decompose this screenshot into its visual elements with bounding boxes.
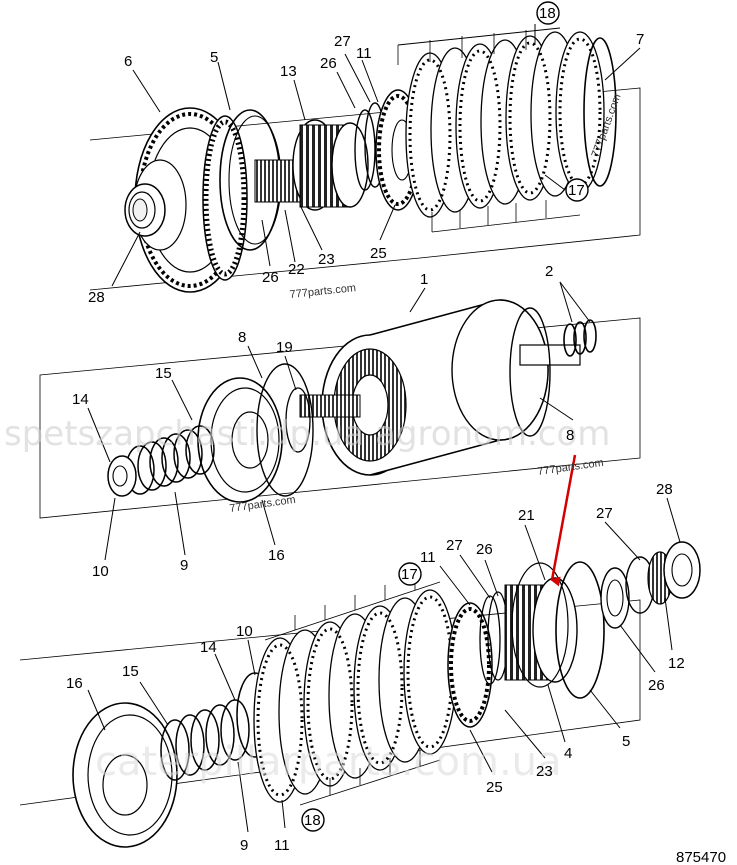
callout-1: 1: [420, 271, 428, 288]
callout-6: 6: [124, 53, 132, 70]
callout-17-top: 17: [568, 182, 585, 199]
callout-15-bottom: 15: [122, 663, 139, 680]
callout-16-bottom: 16: [66, 675, 83, 692]
callout-labels: 6 5 13 27 11 26 18 7 28 26 22 23 25 17 1…: [66, 1, 685, 854]
callout-7: 7: [636, 31, 644, 48]
callout-9-mid: 9: [180, 557, 188, 574]
watermark-footer: caterpillarparts.com.ua: [95, 739, 562, 785]
callout-27-right: 27: [596, 505, 613, 522]
callout-26-bottom: 26: [476, 541, 493, 558]
callout-15-mid: 15: [155, 365, 172, 382]
callout-11-bottom: 11: [420, 549, 436, 566]
callout-18-bottom: 18: [304, 812, 321, 829]
callout-26-right: 26: [648, 677, 665, 694]
callout-19: 19: [276, 339, 293, 356]
callout-28-bottom: 28: [656, 481, 673, 498]
callout-28-top: 28: [88, 289, 105, 306]
callout-12: 12: [668, 655, 685, 672]
callout-8-left: 8: [238, 329, 246, 346]
callout-14-mid: 14: [72, 391, 89, 408]
callout-8-right: 8: [566, 427, 574, 444]
callout-23: 23: [318, 251, 335, 268]
callout-26b: 26: [262, 269, 279, 286]
callout-25-top: 25: [370, 245, 387, 262]
bottom-assembly: [19, 497, 701, 848]
callout-13: 13: [280, 63, 297, 80]
callout-26: 26: [320, 55, 337, 72]
callout-5: 5: [210, 49, 218, 66]
callout-4: 4: [564, 745, 572, 762]
callout-16-mid: 16: [268, 547, 285, 564]
site-mark-1: 777parts.com: [289, 282, 357, 301]
callout-21: 21: [518, 507, 535, 524]
callout-11-bottom2: 11: [274, 837, 290, 854]
highlight-arrow: [550, 454, 577, 587]
callout-23-bottom: 23: [536, 763, 553, 780]
reference-number: 875470: [676, 849, 726, 865]
callout-22: 22: [288, 261, 305, 278]
middle-assembly: [39, 281, 641, 561]
callout-5-bottom: 5: [622, 733, 630, 750]
callout-2: 2: [545, 263, 553, 280]
callout-18-top: 18: [539, 5, 556, 22]
callout-25-bottom: 25: [486, 779, 503, 796]
watermark-main: spetszapchasti.dp.ua agronom.com: [4, 414, 610, 454]
callout-27-bottom: 27: [446, 537, 463, 554]
callout-9-bottom: 9: [240, 837, 248, 854]
callout-10-mid: 10: [92, 563, 109, 580]
callout-17-bottom: 17: [401, 566, 418, 583]
callout-14-bottom: 14: [200, 639, 217, 656]
top-assembly: [89, 24, 641, 293]
callout-10-bottom: 10: [236, 623, 253, 640]
callout-27: 27: [334, 33, 351, 50]
callout-11: 11: [356, 45, 372, 62]
